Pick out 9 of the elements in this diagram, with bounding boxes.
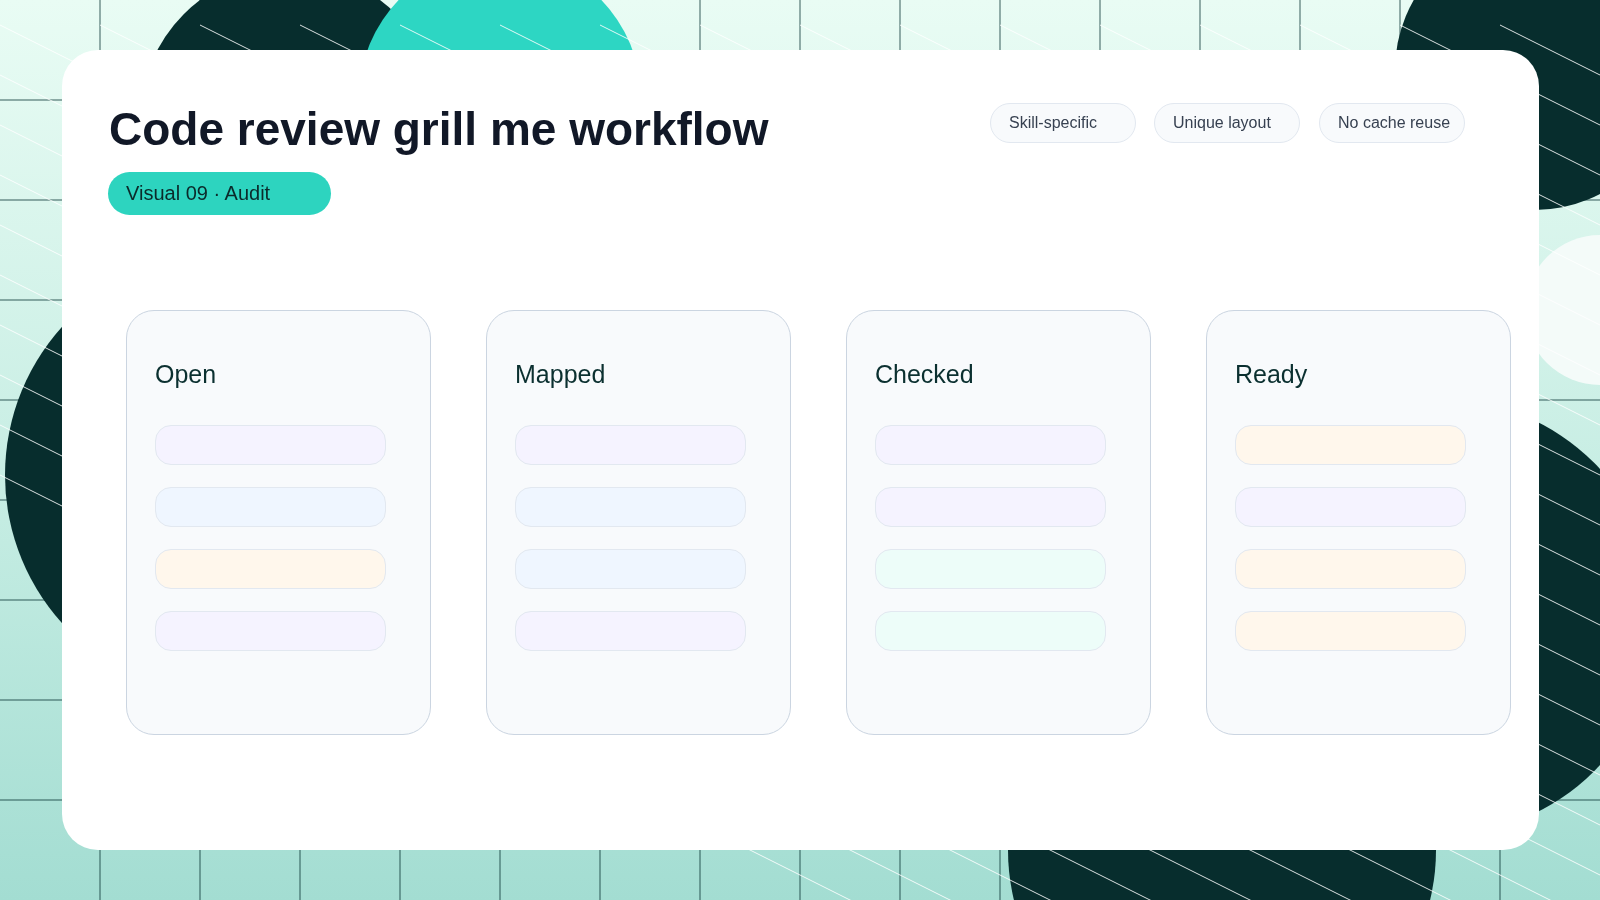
column-title: Checked bbox=[875, 359, 974, 389]
diagram-title: Code review grill me workflow bbox=[109, 103, 769, 156]
tag-chip: Unique layout bbox=[1154, 103, 1300, 143]
tag-chip: No cache reuse bbox=[1319, 103, 1465, 143]
column-title: Mapped bbox=[515, 359, 606, 389]
column-title: Ready bbox=[1235, 359, 1308, 389]
status-badge: Visual 09 · Audit bbox=[108, 172, 331, 215]
tag-chip: Skill-specific bbox=[990, 103, 1136, 143]
column-title: Open bbox=[155, 359, 217, 389]
